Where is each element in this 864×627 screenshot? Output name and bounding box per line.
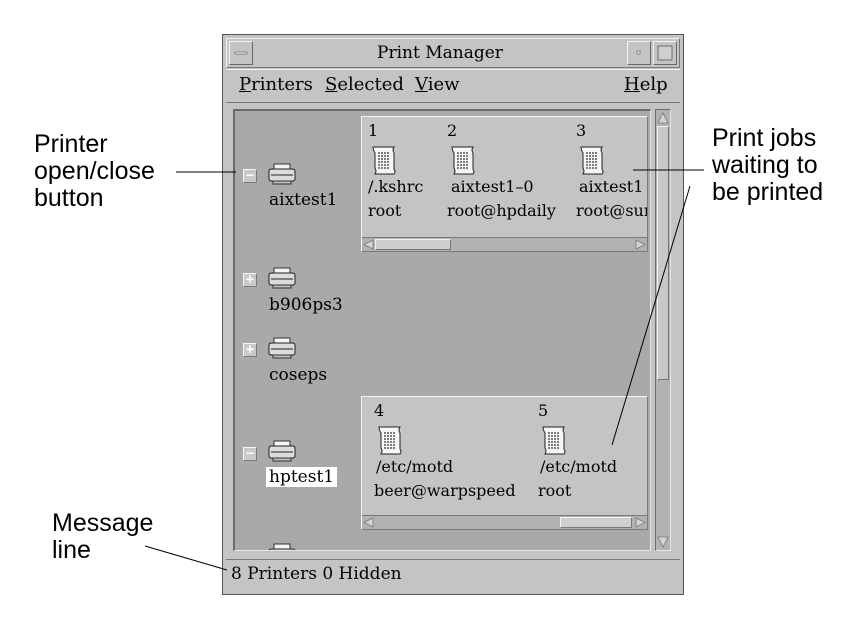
job-number: 2 bbox=[447, 121, 458, 140]
job-owner: root@hpdaily bbox=[447, 201, 556, 220]
printer-icon[interactable] bbox=[267, 337, 297, 359]
callout-line: Printer bbox=[34, 130, 108, 158]
callout-line: Message bbox=[52, 509, 154, 537]
vertical-scrollbar[interactable] bbox=[655, 109, 671, 551]
job-number: 3 bbox=[576, 121, 587, 140]
callout-line: line bbox=[52, 536, 91, 564]
menu-mnemonic: P bbox=[239, 74, 252, 95]
printer-icon[interactable] bbox=[267, 163, 297, 185]
printer-name-selected[interactable]: hptest1 bbox=[266, 467, 338, 487]
scroll-right-icon[interactable] bbox=[635, 517, 646, 528]
job-file-name: aixtest1–0 bbox=[451, 177, 534, 196]
callout-line: be printed bbox=[712, 178, 824, 206]
callout-line: open/close bbox=[34, 157, 155, 185]
document-icon bbox=[451, 146, 475, 175]
window-title: Print Manager bbox=[377, 43, 503, 63]
job-file-name: aixtest1 bbox=[579, 177, 644, 196]
document-icon bbox=[580, 146, 604, 175]
callout-jobs-label: Print jobs waiting to be printed bbox=[712, 125, 823, 206]
menu-label: iew bbox=[427, 74, 460, 95]
printer-name[interactable]: b906ps3 bbox=[269, 295, 343, 315]
printer-name[interactable]: aixtest1 bbox=[269, 190, 338, 210]
printer-toggle-button[interactable]: + bbox=[243, 272, 257, 287]
printer-name[interactable]: coseps bbox=[269, 365, 328, 385]
job-list: 1 /.kshrc root 2 aixtest1–0 root@hpdaily… bbox=[362, 117, 647, 237]
window-menu-icon bbox=[234, 51, 248, 55]
window-menu-button[interactable] bbox=[229, 41, 253, 65]
job-owner: root bbox=[368, 201, 402, 220]
job-file-name: /etc/motd bbox=[376, 457, 454, 476]
job-box-scrollbar[interactable] bbox=[362, 237, 647, 251]
job-number: 4 bbox=[374, 401, 385, 420]
maximize-icon bbox=[657, 45, 673, 61]
menu-mnemonic: H bbox=[624, 74, 640, 95]
job-owner: root bbox=[538, 481, 572, 500]
printer-icon[interactable] bbox=[267, 543, 297, 551]
job-file-name: /.kshrc bbox=[368, 177, 424, 196]
callout-line: button bbox=[34, 184, 104, 212]
scroll-thumb[interactable] bbox=[560, 517, 632, 528]
job-list: 4 /etc/motd beer@warpspeed 5 /etc/motd r… bbox=[362, 397, 647, 515]
menu-bar: Printers Selected View Help bbox=[226, 69, 680, 103]
job-file-name: /etc/motd bbox=[540, 457, 618, 476]
menu-mnemonic: V bbox=[415, 74, 428, 95]
callout-message-label: Message line bbox=[52, 510, 153, 564]
printer-icon[interactable] bbox=[267, 440, 297, 462]
print-manager-window: Print Manager Printers Selected View Hel… bbox=[222, 34, 684, 595]
job-owner: beer@warpspeed bbox=[374, 481, 516, 500]
document-icon bbox=[378, 426, 402, 455]
scroll-left-icon[interactable] bbox=[363, 517, 374, 528]
message-line: 8 Printers 0 Hidden bbox=[226, 559, 680, 589]
document-icon bbox=[372, 146, 396, 175]
scroll-right-icon[interactable] bbox=[635, 239, 646, 250]
scroll-thumb[interactable] bbox=[375, 239, 451, 250]
menu-help[interactable]: Help bbox=[624, 74, 668, 95]
job-number: 5 bbox=[538, 401, 549, 420]
callout-toggle-label: Printer open/close button bbox=[34, 131, 155, 212]
printer-list-panel: − aixtest1 1 /.kshrc root 2 aixtest1–0 r… bbox=[233, 109, 651, 551]
menu-label: rinters bbox=[251, 74, 313, 95]
minimize-button[interactable] bbox=[627, 41, 651, 65]
callout-line: Print jobs bbox=[712, 124, 817, 152]
menu-label: elp bbox=[639, 74, 668, 95]
job-owner: root@sun bbox=[576, 201, 647, 220]
scroll-down-icon[interactable] bbox=[657, 536, 669, 548]
document-icon bbox=[542, 426, 566, 455]
message-leader-line bbox=[144, 545, 228, 571]
maximize-button[interactable] bbox=[653, 41, 677, 65]
minimize-icon bbox=[636, 50, 641, 55]
menu-view[interactable]: View bbox=[415, 74, 460, 95]
menu-printers[interactable]: Printers bbox=[239, 74, 313, 95]
menu-label: elected bbox=[337, 74, 404, 95]
title-bar[interactable]: Print Manager bbox=[226, 38, 680, 68]
printer-icon[interactable] bbox=[267, 267, 297, 289]
scroll-thumb[interactable] bbox=[657, 126, 669, 380]
job-box-scrollbar[interactable] bbox=[362, 515, 647, 529]
job-box: 1 /.kshrc root 2 aixtest1–0 root@hpdaily… bbox=[361, 116, 648, 252]
job-box: 4 /etc/motd beer@warpspeed 5 /etc/motd r… bbox=[361, 396, 648, 530]
job-number: 1 bbox=[368, 121, 379, 140]
printer-toggle-button[interactable]: + bbox=[243, 342, 257, 357]
callout-line: waiting to bbox=[712, 151, 818, 179]
printer-toggle-button[interactable]: − bbox=[243, 446, 257, 461]
menu-mnemonic: S bbox=[325, 74, 338, 95]
scroll-left-icon[interactable] bbox=[363, 239, 374, 250]
status-message: 8 Printers 0 Hidden bbox=[231, 564, 402, 584]
printer-toggle-button[interactable]: − bbox=[243, 168, 257, 183]
menu-selected[interactable]: Selected bbox=[325, 74, 404, 95]
scroll-up-icon[interactable] bbox=[657, 112, 669, 124]
